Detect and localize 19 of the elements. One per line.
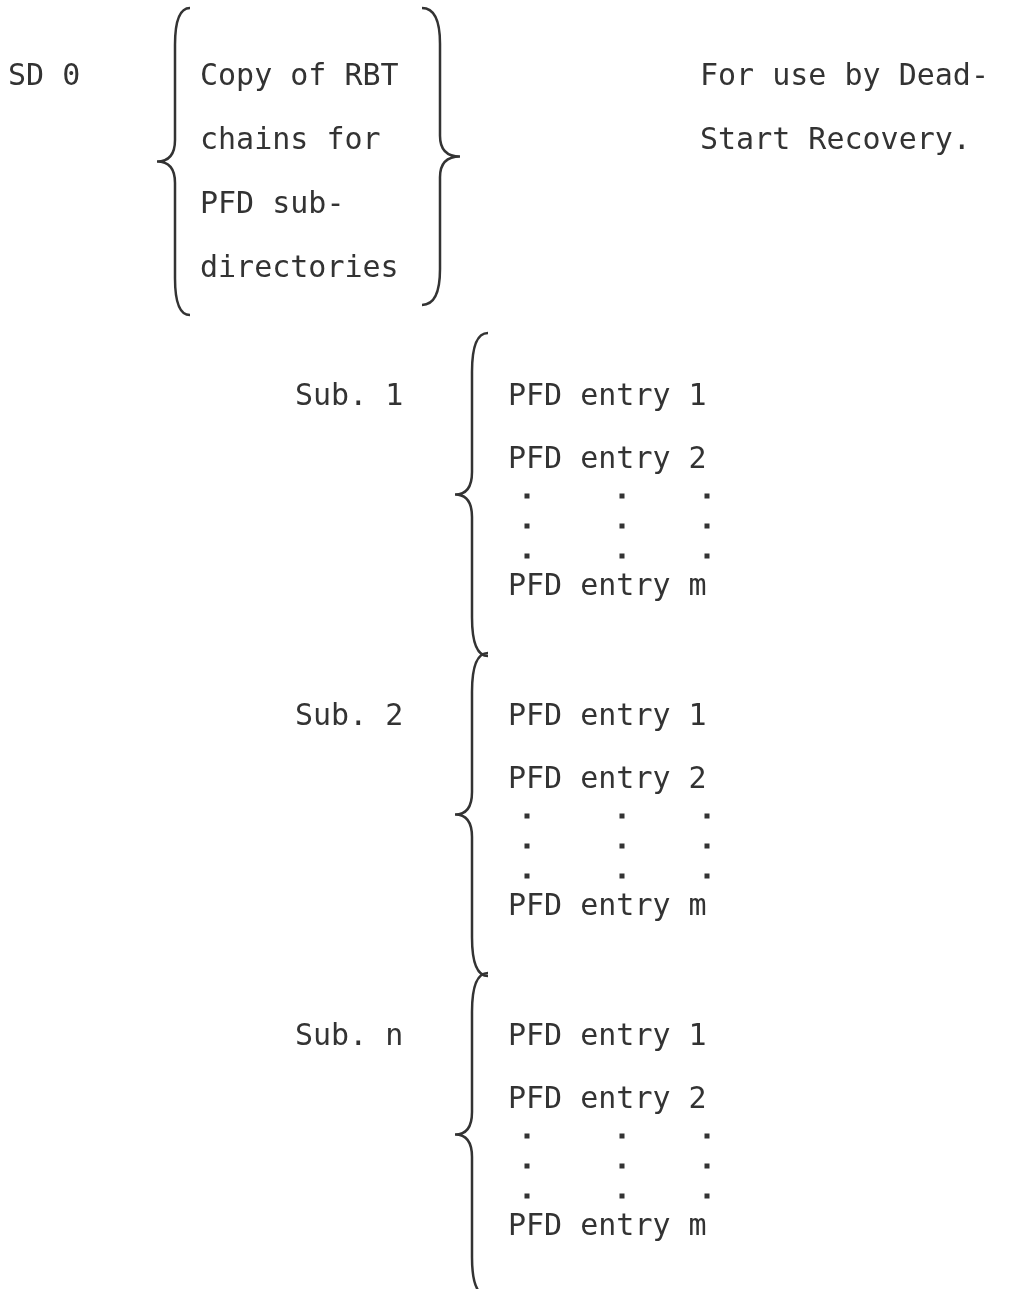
note-line: For use by Dead- xyxy=(700,58,989,92)
entry-line: PFD entry 1 xyxy=(508,698,707,732)
description-line: Copy of RBT xyxy=(200,58,399,92)
entry-line: PFD entry m xyxy=(508,1208,707,1242)
sub-label: Sub. 1 xyxy=(295,378,404,412)
sub-label: Sub. 2 xyxy=(295,698,404,732)
entry-line: PFD entry 2 xyxy=(508,1081,707,1115)
description-line: chains for xyxy=(200,122,381,156)
entry-line: PFD entry 1 xyxy=(508,1018,707,1052)
entry-line: PFD entry m xyxy=(508,888,707,922)
description-line: directories xyxy=(200,250,399,284)
sub-label: Sub. n xyxy=(295,1018,404,1052)
note-line: Start Recovery. xyxy=(700,122,971,156)
row-label: SD 0 xyxy=(8,58,81,92)
entry-line: PFD entry 2 xyxy=(508,441,707,475)
description-line: PFD sub- xyxy=(200,186,345,220)
entry-line: PFD entry 1 xyxy=(508,378,707,412)
entry-line: PFD entry m xyxy=(508,568,707,602)
entry-line: PFD entry 2 xyxy=(508,761,707,795)
